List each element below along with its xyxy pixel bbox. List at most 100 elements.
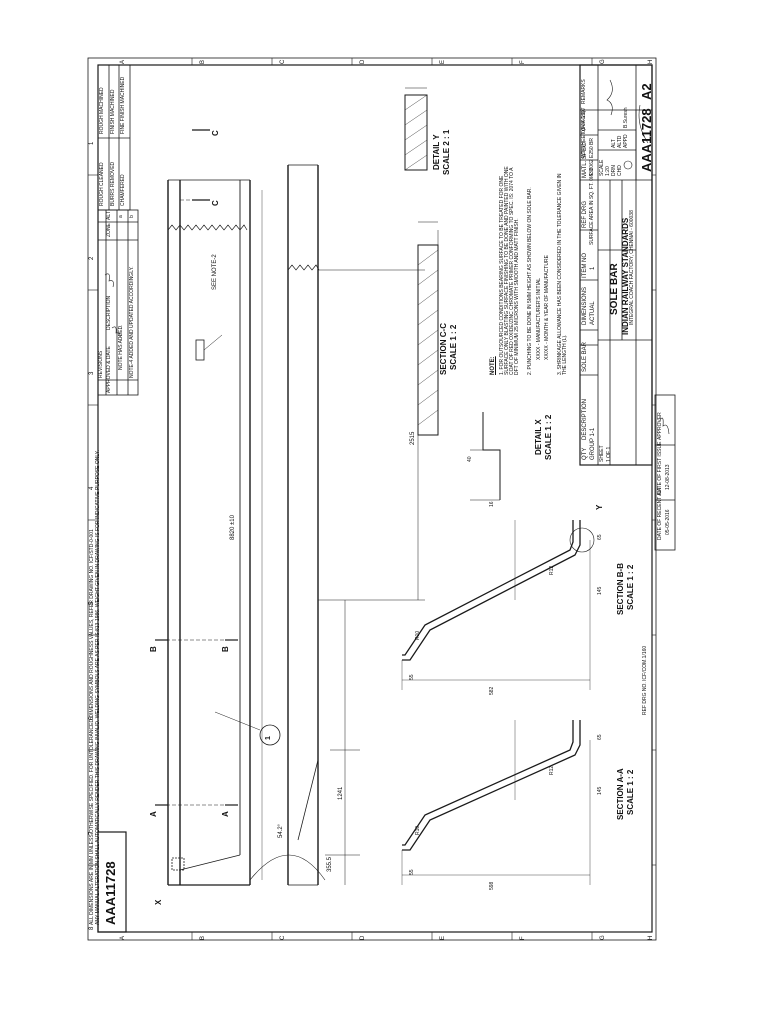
dim-40: 40 — [467, 456, 473, 462]
zone-ticks — [88, 58, 656, 940]
zone-letter-g-bottom: G — [600, 935, 606, 940]
note-item-3: 3. SHRINKAGE ALLOWANCE HAS BEEN CONSIDER… — [557, 173, 568, 375]
approval-chd-role: CHD — [617, 165, 623, 176]
parts-col-refdrg: REF DRG — [582, 201, 588, 228]
rev-col-desc: DESCRIPTION — [106, 295, 112, 330]
zone-letter-a-top: A — [120, 59, 126, 64]
section-aa-view — [401, 720, 591, 885]
remarks-label: REMARKS — [581, 79, 587, 104]
zone-letter-g-top: G — [600, 59, 606, 64]
rev-row-1-alt: a — [118, 215, 124, 218]
see-note-2: SEE NOTE-2 — [212, 254, 218, 290]
cut-label-a-left: A — [149, 811, 158, 817]
dim-bb-r12: R12 — [549, 565, 555, 575]
section-aa-title: SECTION A-A — [616, 768, 625, 820]
parts-row-item: 1 — [590, 266, 596, 270]
rev-box-first-label: DATE OF FIRST ISSUE — [657, 441, 663, 495]
zone-number-6: 6 — [89, 716, 95, 720]
zone-letter-c-top: C — [280, 59, 286, 64]
approval-appd-role: APPD — [623, 134, 629, 148]
sheet-label: SHEET — [599, 445, 605, 462]
item-balloon — [259, 724, 281, 746]
zone-number-7: 7 — [89, 831, 95, 835]
railway-logo-icon — [623, 160, 633, 170]
detail-x-title: DETAIL X — [534, 419, 543, 455]
section-bb-title: SECTION B-B — [616, 563, 625, 615]
drawing-date: 03-04-1997 — [581, 107, 587, 133]
detail-y-view — [404, 87, 428, 171]
rev-box-first-value: 12-08-2013 — [665, 464, 671, 490]
detail-y-scale: SCALE 2 : 1 — [442, 129, 451, 175]
sole-bar-plan-view — [249, 164, 425, 886]
zone-letter-f-bottom: F — [520, 936, 526, 940]
zone-letter-a-bottom: A — [120, 935, 126, 940]
drg-number-box — [97, 831, 127, 933]
legend-item-5: BURRS REMOVED — [110, 161, 116, 206]
dim-aa-r12: R12 — [549, 765, 555, 775]
parts-col-dim: DIMENSIONS — [582, 286, 588, 325]
detail-x-view — [470, 412, 501, 501]
view-label-y: Y — [595, 504, 604, 510]
parts-matl-spec: IS: 2062 E250 BR — [589, 137, 595, 178]
parts-col-desc: DESCRIPTION — [582, 398, 588, 440]
legend-item-3: FINE FINISH MACHINED — [120, 76, 126, 134]
parts-col-qty: QTY — [582, 447, 588, 460]
dim-16: 16 — [489, 501, 495, 507]
legend-item-4: ROUGH CLEANED — [99, 162, 105, 206]
zone-number-3: 3 — [89, 371, 95, 375]
dim-bb-r10: R10 — [415, 630, 421, 640]
general-note-line-2: ANY MANUAL ALTERATION SHALL AUTOMATICALL… — [95, 450, 101, 925]
section-bb-view — [401, 520, 595, 690]
zone-letter-b-bottom: B — [200, 935, 206, 940]
dim-length: 8820 ±10 — [230, 515, 236, 540]
revision-table — [97, 209, 139, 396]
ref-drg-number: REF DRG NO. ICF/COM.1/160 — [642, 645, 648, 715]
section-aa-scale: SCALE 1 : 2 — [626, 769, 635, 815]
zone-letter-d-top: D — [360, 59, 366, 64]
dim-1241: 1241 — [338, 786, 344, 800]
cut-label-a-right: A — [221, 811, 230, 817]
zone-letter-f-top: F — [520, 60, 526, 64]
cut-arrows — [155, 129, 238, 806]
parts-col-item: ITEM NO — [582, 253, 588, 278]
section-cc-view — [417, 221, 439, 436]
legend-item-1: ROUGH MACHINED — [99, 87, 105, 134]
zone-letter-b-top: B — [200, 59, 206, 64]
revision-date-boxes — [654, 394, 676, 551]
dim-aa-65: 65 — [597, 734, 603, 740]
sole-bar-side-view — [167, 179, 251, 886]
parts-row-group: GROUP 1-1 — [590, 427, 596, 460]
rev-box-recent-value: 05-05-2016 — [665, 509, 671, 535]
balloon-number: 1 — [265, 736, 272, 740]
zone-number-5: 5 — [89, 601, 95, 605]
drawing-size: A2 — [639, 83, 654, 100]
dim-bb-65: 65 — [597, 534, 603, 540]
zone-letter-d-bottom: D — [360, 935, 366, 940]
view-label-x: X — [154, 899, 163, 905]
title-block — [579, 64, 653, 466]
dim-aa-width: 598 — [489, 881, 495, 890]
sheet-value: 1 OF 1 — [606, 446, 612, 462]
cut-label-b-left: B — [149, 646, 158, 652]
signature-marks — [104, 79, 670, 435]
rev-row-1-desc: NOTE HAS ADDED. — [118, 324, 124, 370]
inner-frame — [97, 64, 653, 933]
drawing-number-left: AAA11728 — [103, 861, 118, 925]
note-item-1: 1. FOR OUTSOURCED CONDITIONS BEARING SUR… — [499, 166, 520, 375]
legend-item-2: FINISH MACHINED — [110, 89, 116, 134]
rev-box-approver-label: APPROVER — [657, 412, 663, 440]
drawing-number-title: AAA11728 — [639, 108, 654, 172]
approval-appd-value: B.Suresh — [623, 107, 629, 128]
note-punch-1: XXXX - MANUFACTURER'S INITIAL — [536, 277, 542, 360]
dim-bb-width: 582 — [489, 686, 495, 695]
cut-lines — [160, 199, 230, 806]
zone-number-8: 8 — [89, 926, 95, 930]
rev-col-zone: ZONE — [106, 223, 112, 237]
detail-x-scale: SCALE 1 : 2 — [544, 414, 553, 460]
drawing-title: SOLE BAR — [609, 263, 620, 315]
zone-letter-e-top: E — [440, 59, 446, 64]
detail-y-title: DETAIL Y — [432, 134, 441, 170]
outer-frame — [87, 57, 657, 941]
section-bb-scale: SCALE 1 : 2 — [626, 564, 635, 610]
parts-row-dim: ACTUAL — [590, 301, 596, 325]
